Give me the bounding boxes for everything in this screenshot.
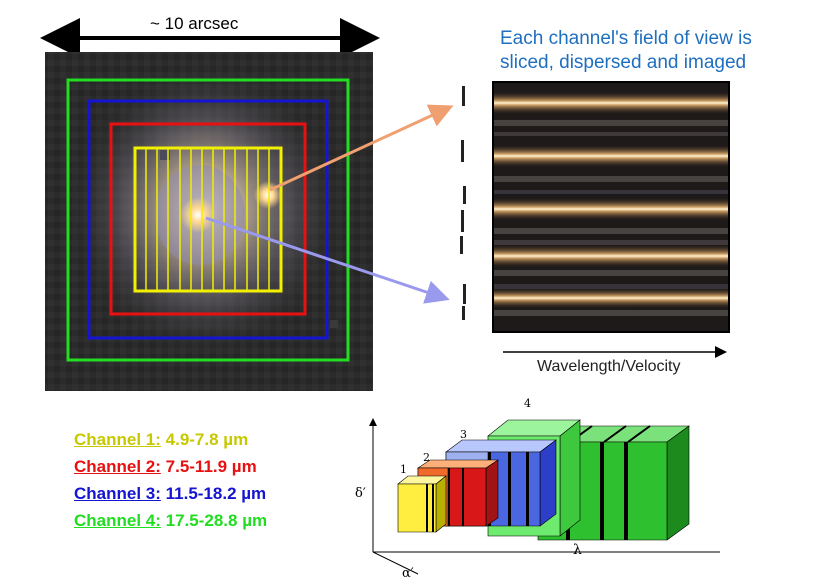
- slit-segments: [460, 86, 466, 320]
- slice-arrow-top: [269, 104, 454, 192]
- caption-line-1: Each channel's field of view is: [500, 28, 752, 49]
- legend-channel-4-range: 17.5-28.8 µm: [165, 511, 268, 530]
- legend-channel-3: Channel 3: 11.5-18.2 µm: [74, 480, 267, 507]
- channel-3-field: [87, 99, 329, 340]
- legend-channel-1-name: Channel 1:: [74, 430, 161, 449]
- spectrum-image: [492, 81, 730, 333]
- axis-alpha-label: α′: [402, 566, 414, 581]
- legend-channel-1-range: 4.9-7.8 µm: [165, 430, 249, 449]
- cube-label-1: 1: [400, 463, 407, 476]
- channel-4-field: [66, 78, 350, 362]
- caption-line-2: sliced, dispersed and imaged: [500, 52, 747, 73]
- legend-channel-2-name: Channel 2:: [74, 457, 161, 476]
- legend-channel-3-range: 11.5-18.2 µm: [165, 484, 267, 503]
- cube-label-2: 2: [423, 451, 430, 464]
- cube-label-4: 4: [524, 397, 531, 410]
- cube-channel-1: [397, 475, 447, 533]
- channel-legend: Channel 1: 4.9-7.8 µm Channel 2: 7.5-11.…: [74, 426, 267, 534]
- sky-image: [45, 52, 373, 391]
- legend-channel-4: Channel 4: 17.5-28.8 µm: [74, 507, 267, 534]
- axis-delta-label: δ′: [355, 486, 366, 501]
- legend-channel-3-name: Channel 3:: [74, 484, 161, 503]
- cube-diagram: [369, 418, 720, 575]
- slice-arrow-bottom: [205, 216, 450, 304]
- wavelength-label: Wavelength/Velocity: [537, 358, 681, 375]
- channel-1-field: [133, 146, 283, 293]
- cube-label-3: 3: [460, 428, 467, 441]
- legend-channel-2: Channel 2: 7.5-11.9 µm: [74, 453, 267, 480]
- legend-channel-1: Channel 1: 4.9-7.8 µm: [74, 426, 267, 453]
- axis-lambda-label: λ: [573, 542, 582, 558]
- caption: Each channel's field of view is sliced, …: [500, 27, 752, 75]
- channel-2-field: [109, 122, 307, 316]
- legend-channel-2-range: 7.5-11.9 µm: [165, 457, 257, 476]
- scale-label: ~ 10 arcsec: [150, 14, 239, 33]
- legend-channel-4-name: Channel 4:: [74, 511, 161, 530]
